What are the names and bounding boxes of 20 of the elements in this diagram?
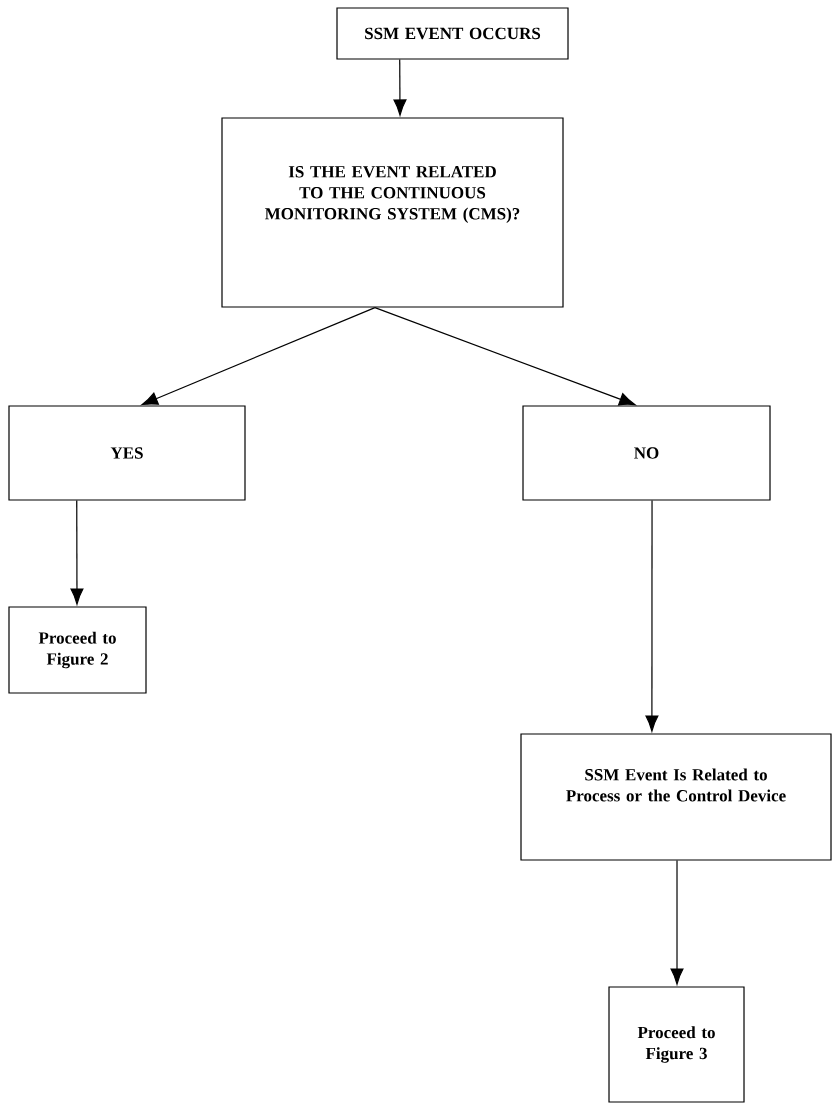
process-box [522, 405, 771, 501]
arrow [141, 307, 376, 406]
node-label: IS THE EVENT RELATED TO THE CONTINUOUS MONITORING SYSTEM (CMS)? [264, 166, 520, 223]
node-label: SSM Event Is Related to Process or the Control Device [566, 768, 786, 802]
arrow [670, 860, 684, 985]
node-label: Proceed to Figure 3 [637, 1026, 715, 1063]
process-box [608, 986, 745, 1103]
node-label: Proceed to Figure 2 [38, 631, 116, 669]
process-box [8, 405, 246, 501]
process-box [8, 606, 147, 694]
process-box [336, 7, 569, 60]
node-label: NO [634, 447, 659, 459]
node-label: SSM EVENT OCCURS [365, 27, 541, 40]
arrow [374, 307, 636, 406]
arrow [70, 500, 84, 605]
process-box [520, 733, 832, 861]
arrow [645, 500, 659, 732]
process-box [221, 117, 564, 308]
node-label: YES [110, 447, 143, 459]
arrow [393, 59, 407, 116]
